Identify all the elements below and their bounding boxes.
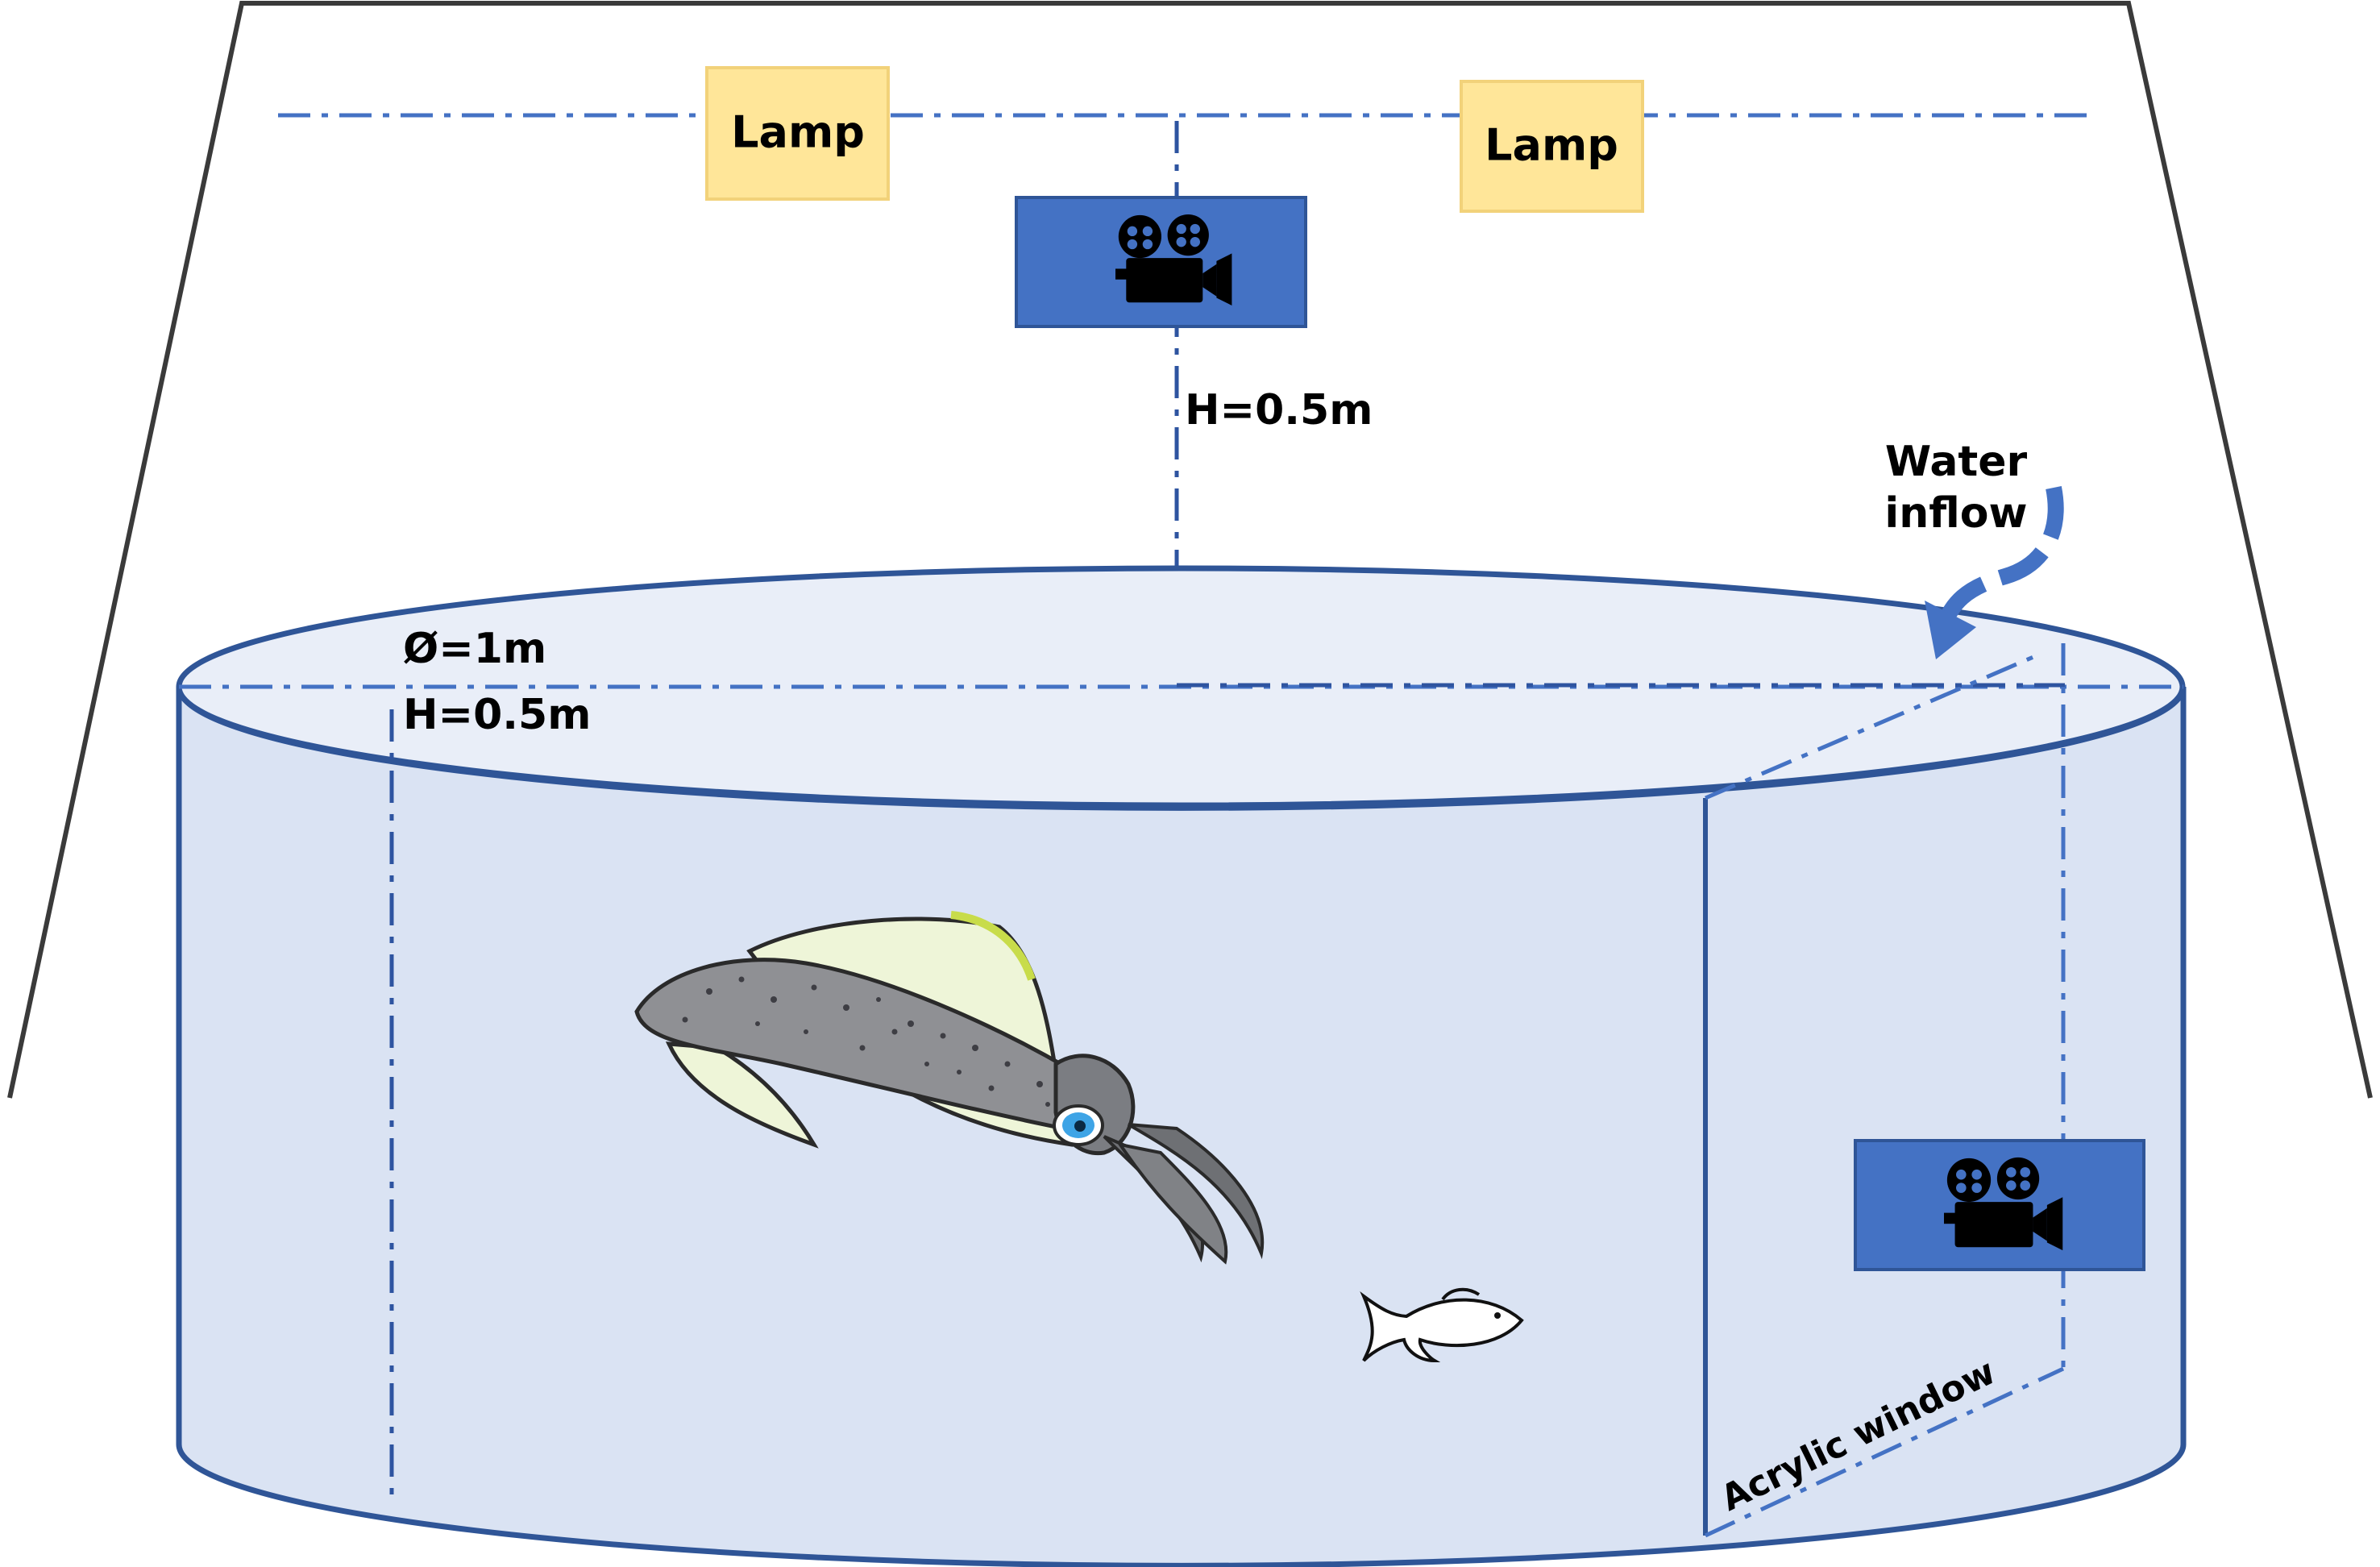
tank-diameter-label: Ø=1m — [403, 625, 546, 673]
acrylic-window — [1703, 652, 2065, 1538]
water-inflow-label-line2: inflow — [1884, 489, 2027, 538]
curved-arrow-icon — [1925, 486, 2064, 659]
water-inflow-label-line1: Water — [1885, 438, 2028, 486]
lamp-right: Lamp — [1460, 80, 1644, 213]
lamp-left: Lamp — [705, 66, 890, 201]
side-camera — [1854, 1139, 2145, 1271]
lamp-left-label: Lamp — [731, 107, 865, 158]
tank-height-label: H=0.5m — [403, 691, 591, 739]
squid-illustration — [634, 911, 1265, 1265]
lamp-right-label: Lamp — [1485, 120, 1618, 171]
enclosure-outline — [7, 0, 2373, 1099]
tank — [176, 565, 2187, 1567]
fish-outline-icon — [1360, 1287, 1524, 1363]
camera-height-label: H=0.5m — [1185, 386, 1373, 434]
top-camera — [1015, 196, 1307, 328]
